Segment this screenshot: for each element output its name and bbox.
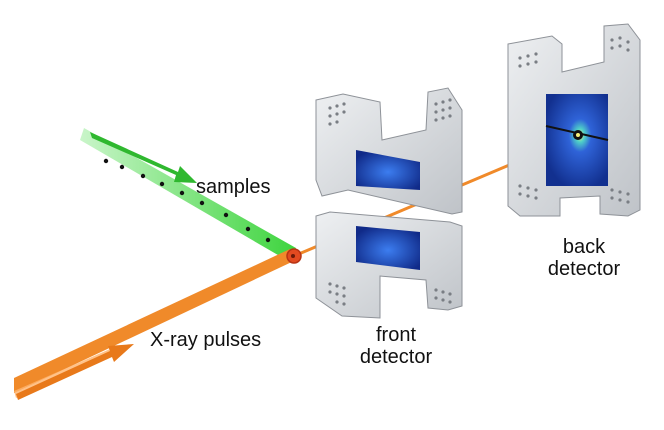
front-detector-bottom [315,211,463,319]
back-detector-label-line1: back [562,236,606,258]
sample-arrow-icon [90,132,197,183]
front-top-bolts [328,98,452,126]
front-bottom-bolts [328,282,452,306]
xray-arrow-icon [16,344,134,400]
front-detector-label-line1: front [375,324,417,346]
sample-stream [80,128,296,262]
back-detector-label-line2: detector [547,258,621,280]
xray-pulses-label: X-ray pulses [150,329,262,351]
front-detector-label-line2: detector [359,346,433,368]
sample-droplets [103,158,271,243]
back-detector [507,23,641,217]
back-detector-label: back detector [536,236,632,280]
front-detector-top [315,87,463,215]
samples-label: samples [196,176,271,198]
back-detector-bolts [518,36,630,204]
front-detector-label: front detector [348,324,444,368]
